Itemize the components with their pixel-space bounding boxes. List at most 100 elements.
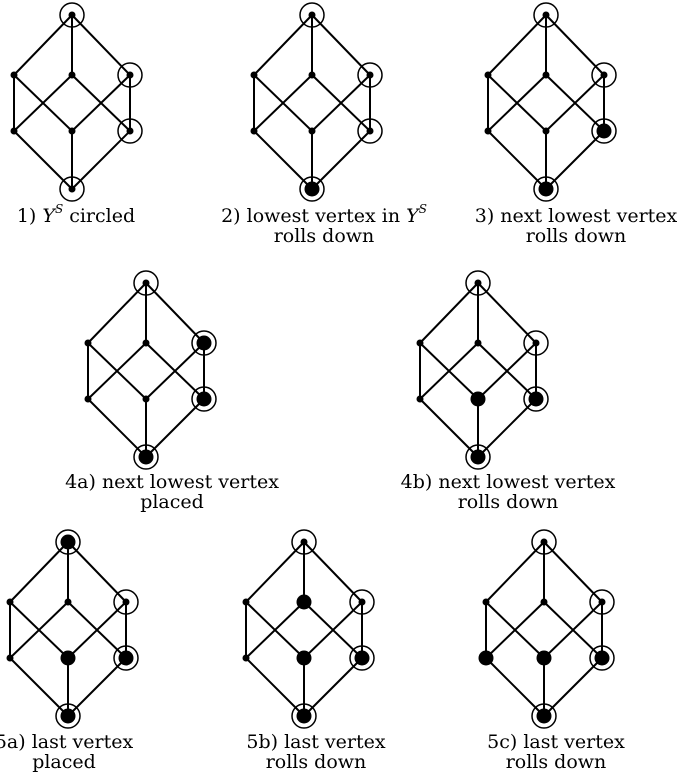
vertex-mid-top-dot [474,339,482,347]
vertex-dot [142,339,150,347]
vertex-left-top-dot [6,598,14,606]
vertex-mid-top-dot [542,71,550,79]
vertex-dot [126,127,134,135]
vertex-mid-top-dot [540,598,548,606]
vertex-ring [591,62,617,88]
vertex-ring [133,270,159,296]
panel-caption-line2: rolls down [526,225,627,247]
panel-caption-line1: 4b) next lowest vertex [401,471,616,493]
vertex-dot [540,538,548,546]
lattice-panel-1: 1) YS circled [10,2,143,227]
vertex-dot [6,654,14,662]
vertex-dot [64,598,72,606]
vertex-ring [113,589,139,615]
vertex-right-top-circled [589,589,615,615]
vertex-dot [308,127,316,135]
vertex-bottom-circled [59,176,85,202]
edge-left_bot-bottom [253,130,313,190]
vertex-ring [59,2,85,28]
edge-right_bot-bottom [477,398,537,458]
edge-left_bot-bottom [419,398,479,458]
vertex-left-bot-dot [10,127,18,135]
vertex-dot [542,11,550,19]
edge-right_top-mid_bot [545,74,605,132]
vertex-dot [354,650,370,666]
panel-caption-line2: rolls down [274,225,375,247]
vertex-dot [308,71,316,79]
edge-top-right_top [67,541,127,603]
vertex-dot [6,598,14,606]
vertex-left-top-dot [84,339,92,347]
vertex-mid-top-dot [68,71,76,79]
vertex-dot [594,650,610,666]
edge-top-left_top [13,14,73,76]
vertex-dot [10,71,18,79]
vertex-dot [122,598,130,606]
vertex-top-circled [533,2,559,28]
vertex-dot [68,185,76,193]
vertex-left-bot-filled [478,650,494,666]
vertex-dot [470,391,486,407]
panel-caption-line2: rolls down [266,751,367,773]
edge-mid_top-left_bot [245,601,305,659]
vertex-left-bot-dot [6,654,14,662]
vertex-right-bot-filled-circled [591,118,617,144]
vertex-bottom-filled-circled [133,444,159,470]
vertex-dot [474,279,482,287]
panel-caption-line2: rolls down [458,491,559,513]
vertex-dot [358,598,366,606]
vertex-ring [299,2,325,28]
vertex-mid-bot-filled [536,650,552,666]
vertex-dot [540,598,548,606]
edge-top-left_top [253,14,313,76]
vertex-dot [296,650,312,666]
vertex-ring [523,330,549,356]
vertex-right-top-circled [523,330,549,356]
vertex-dot [538,181,554,197]
vertex-ring [59,176,85,202]
panel-caption-line1: 5a) last vertex [0,731,133,753]
vertex-left-top-dot [416,339,424,347]
edge-right_bot-bottom [67,657,127,717]
vertex-right-bot-filled-circled [191,386,217,412]
vertex-dot [542,71,550,79]
vertex-top-circled [133,270,159,296]
vertex-dot [536,650,552,666]
vertex-ring [465,444,491,470]
panel-caption-line2: rolls down [506,751,607,773]
panel-caption-line1: 5b) last vertex [246,731,385,753]
panel-caption-line1: 5c) last vertex [487,731,625,753]
vertex-dot [68,11,76,19]
vertex-dot [300,538,308,546]
vertex-right-top-circled [357,62,383,88]
vertex-ring [531,703,557,729]
vertex-dot [598,598,606,606]
vertex-dot [126,71,134,79]
vertex-right-bot-filled-circled [589,645,615,671]
vertex-dot [308,11,316,19]
edge-mid_top-left_bot [487,74,547,132]
vertex-ring [191,330,217,356]
vertex-dot [118,650,134,666]
vertex-mid-bot-dot [542,127,550,135]
vertex-ring [55,703,81,729]
edge-top-right_top [303,541,363,603]
panel-caption-line1: 2) lowest vertex in YS [221,202,427,227]
edge-top-right_top [145,282,205,344]
vertex-dot [250,71,258,79]
vertex-bottom-filled-circled [533,176,559,202]
vertex-mid-top-filled [296,594,312,610]
vertex-top-circled [299,2,325,28]
edge-right_bot-bottom [311,130,371,190]
vertex-dot [416,339,424,347]
vertex-ring [523,386,549,412]
vertex-dot [366,127,374,135]
panel-caption-line1: 4a) next lowest vertex [65,471,279,493]
vertex-dot [60,650,76,666]
vertex-dot [142,279,150,287]
vertex-mid-bot-dot [308,127,316,135]
